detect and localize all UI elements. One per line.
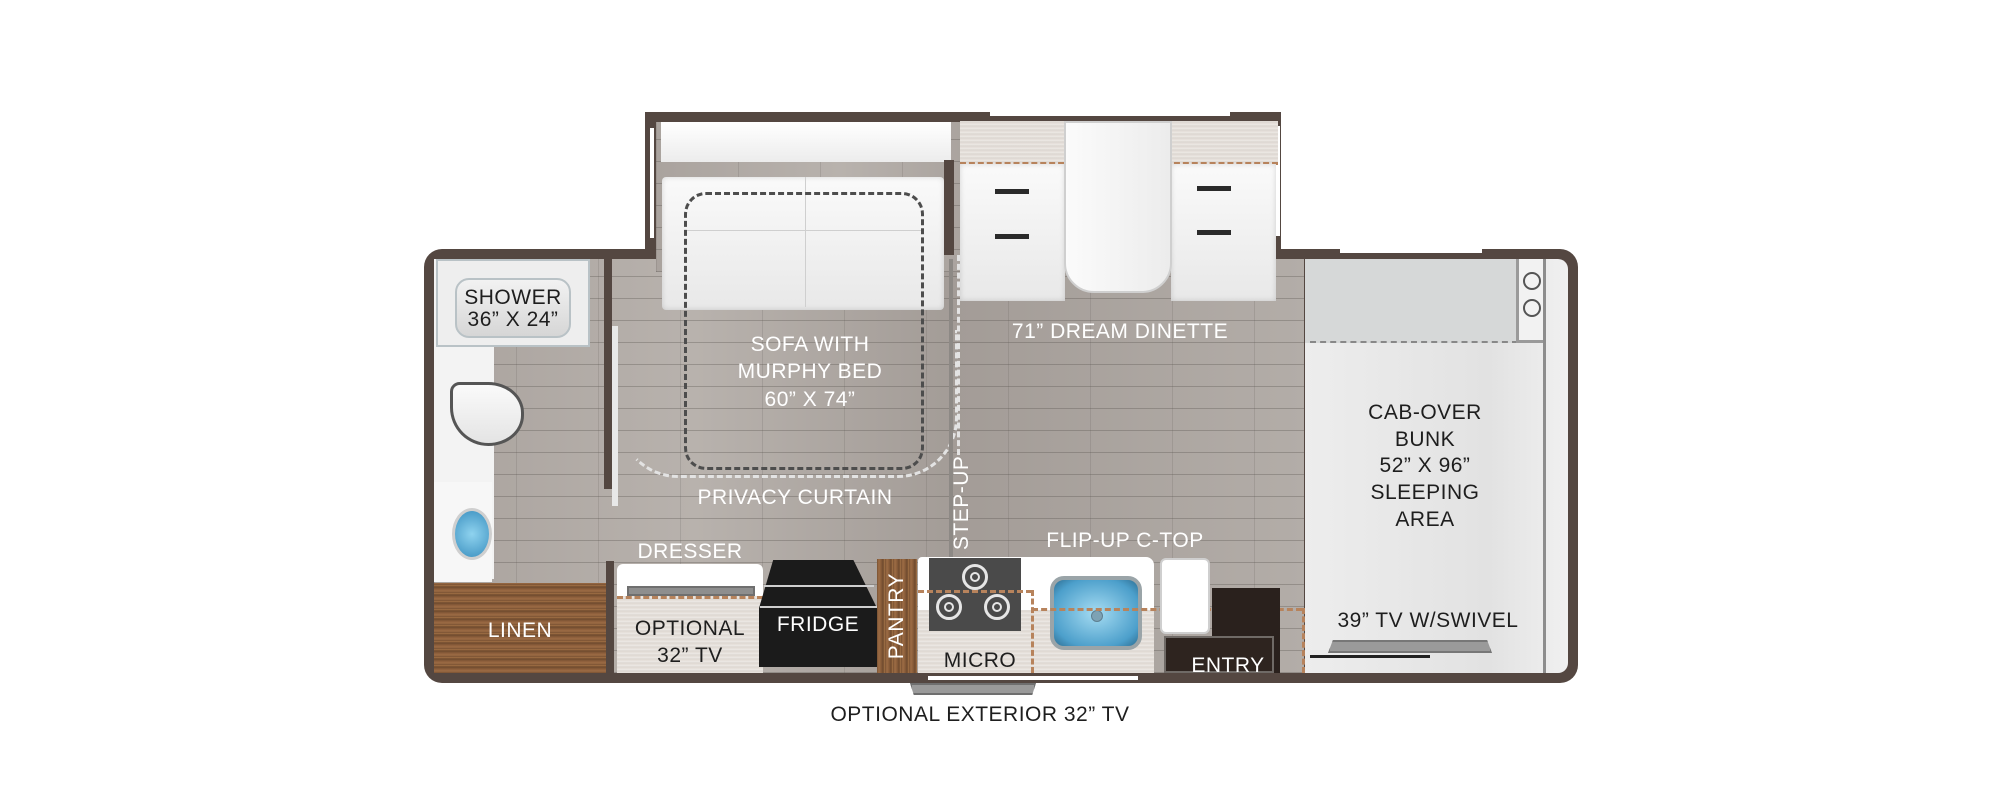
cabover-sleeping: SLEEPING (1370, 480, 1480, 504)
dresser-top (617, 596, 763, 673)
cabover-title: CAB-OVER (1368, 401, 1482, 424)
entry-dash (1302, 608, 1305, 673)
burner-icon (962, 564, 988, 590)
cabover-subtitle: BUNK (1394, 427, 1456, 451)
window (650, 128, 654, 238)
pantry-cabinet (877, 559, 917, 673)
optional-tv-size: 32” TV (657, 644, 723, 668)
cab-window (1340, 249, 1482, 253)
sink-drain (1091, 610, 1103, 622)
reading-light-icon (1523, 299, 1541, 317)
pantry-label: PANTRY (884, 572, 908, 660)
cabover-size: 52” X 96” (1379, 454, 1471, 478)
tv-mount (1310, 655, 1430, 658)
optional-tv (627, 586, 755, 596)
burner-icon (984, 594, 1010, 620)
linen-label: LINEN (487, 619, 553, 642)
entry-door (928, 676, 1138, 680)
micro-dash (1031, 590, 1034, 673)
dinette-label: 71” DREAM DINETTE (1011, 320, 1229, 343)
entry-step-lower (1164, 636, 1274, 673)
linen-cabinet (434, 583, 606, 673)
micro-label: MICRO (943, 649, 1017, 672)
seatbelt (995, 189, 1029, 194)
cabover-area: AREA (1395, 507, 1455, 531)
privacy-curtain-path (618, 330, 958, 478)
fridge-door-line (764, 585, 874, 587)
optional-tv-title: OPTIONAL (634, 617, 746, 640)
exterior-tv (910, 683, 1036, 695)
burner-icon (936, 594, 962, 620)
bath-door (612, 326, 618, 506)
window (1276, 126, 1280, 236)
flip-up-countertop (1160, 558, 1210, 634)
linen-divider (606, 561, 614, 675)
seatbelt (1197, 230, 1231, 235)
sofa-seam (805, 177, 806, 307)
exterior-tv-label: OPTIONAL EXTERIOR 32” TV (830, 703, 1130, 726)
tv-swivel-label: 39” TV W/SWIVEL (1337, 609, 1519, 632)
optional-tv-label: OPTIONAL 32” TV (617, 615, 763, 670)
reading-light-icon (1523, 272, 1541, 290)
cabover-dash (1310, 341, 1518, 343)
micro-dash (918, 590, 1032, 593)
tv-swivel (1328, 640, 1492, 653)
shower-title: SHOWER (464, 286, 562, 309)
dinette-bench-left (960, 164, 1065, 301)
window (990, 112, 1230, 116)
window (661, 122, 951, 162)
shower-pan (455, 278, 571, 338)
cabover-rail (1543, 259, 1546, 673)
cabover-upper (1305, 259, 1518, 343)
sofa-size: 60” X 74” (764, 387, 856, 411)
entry-label: ENTRY (1191, 654, 1265, 677)
toilet (450, 382, 524, 446)
step-up-line (949, 259, 953, 561)
sofa (662, 177, 944, 310)
dresser-label: DRESSER (637, 540, 743, 563)
flip-up-label: FLIP-UP C-TOP (1046, 529, 1204, 552)
dinette-table (1064, 121, 1172, 293)
dresser-dash (617, 596, 763, 599)
seatbelt (995, 234, 1029, 239)
fridge-label: FRIDGE (776, 613, 860, 636)
lavatory-sink (452, 508, 492, 560)
sofa-subtitle: MURPHY BED (737, 360, 883, 384)
sofa-title: SOFA WITH (750, 333, 870, 356)
sofa-label: SOFA WITH MURPHY BED 60” X 74” (710, 331, 910, 413)
shower-size: 36” X 24” (467, 308, 559, 332)
step-up-label: STEP-UP (949, 455, 973, 551)
bath-partition (604, 259, 612, 489)
privacy-curtain-label: PRIVACY CURTAIN (697, 486, 893, 509)
shower-label: SHOWER 36” X 24” (455, 286, 571, 332)
fridge-door-line (760, 606, 877, 608)
fridge (759, 560, 877, 667)
seatbelt (1197, 186, 1231, 191)
slideout-jamb (944, 160, 954, 255)
step-up-dash (957, 255, 960, 455)
cabover-label: CAB-OVER BUNK 52” X 96” SLEEPING AREA (1325, 400, 1525, 533)
